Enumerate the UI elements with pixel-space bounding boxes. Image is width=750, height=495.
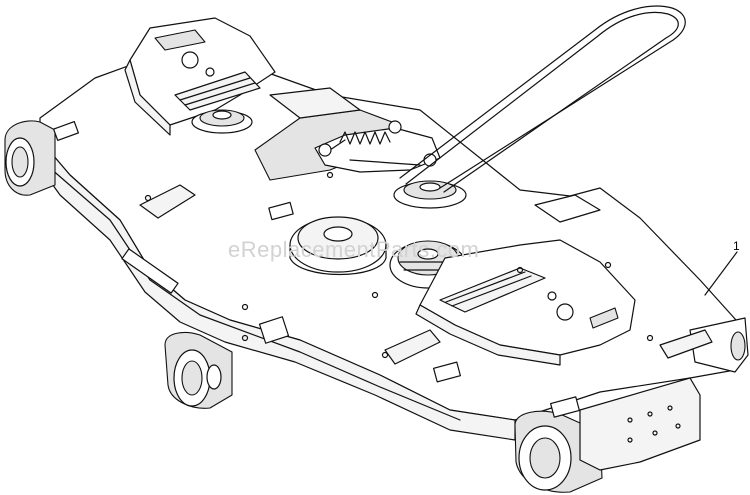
left-pulley [191, 109, 253, 134]
fasteners [144, 171, 654, 359]
safety-decals [53, 120, 580, 418]
callout-label: 1 [733, 239, 740, 253]
middle-front-roller [164, 331, 233, 409]
watermark: eReplacementParts.com [228, 237, 479, 262]
center-spindle-pulley [289, 216, 387, 276]
right-front-bumper [579, 377, 701, 471]
tension-spring [339, 131, 391, 145]
deck-brackets [139, 184, 713, 365]
callout-1: 1 [704, 239, 740, 296]
drive-belt [399, 5, 686, 193]
right-belt-cover [415, 239, 636, 366]
left-belt-cover [124, 17, 276, 136]
right-front-roller [514, 410, 603, 493]
left-front-roller [4, 120, 56, 196]
